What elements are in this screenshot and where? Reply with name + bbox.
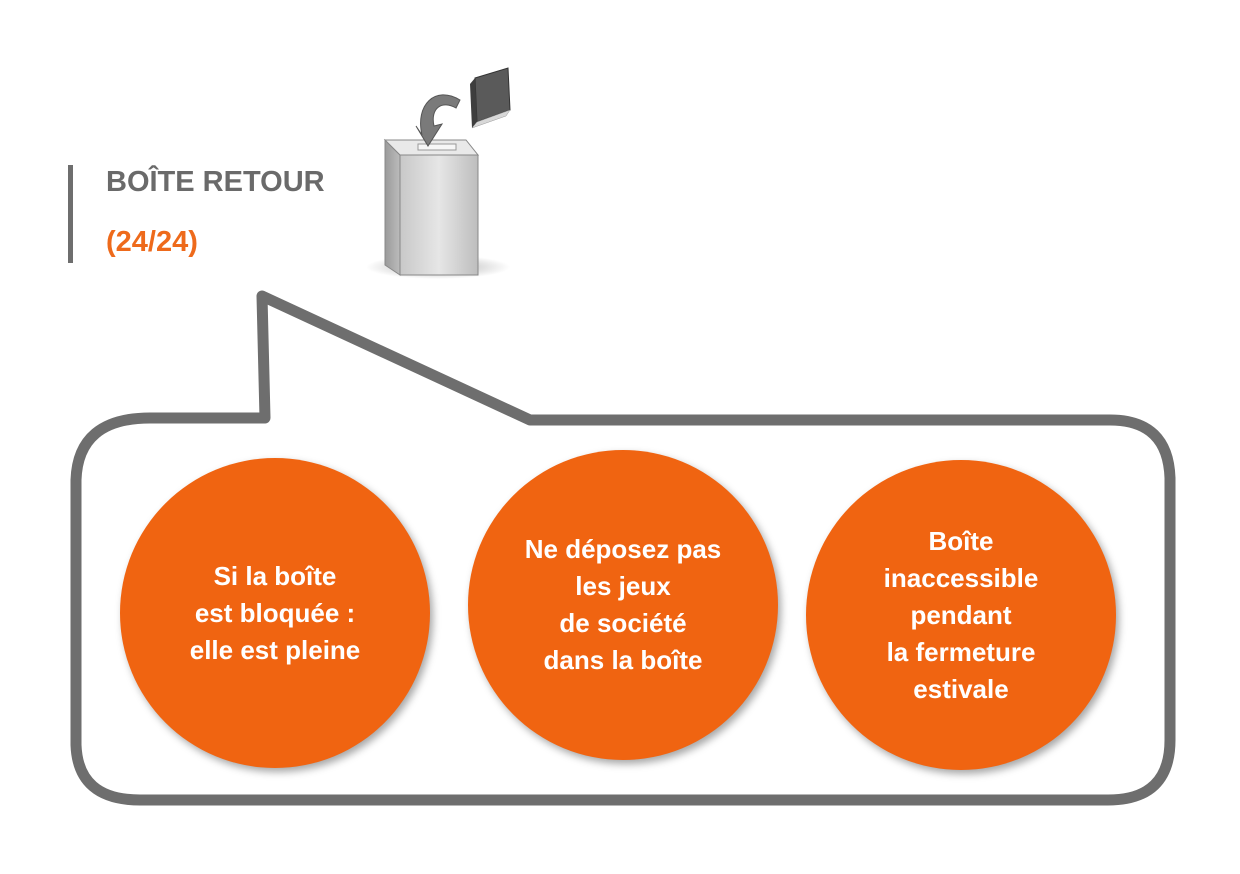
info-circle-text: Boîte inaccessible pendant la fermeture … [883,525,1039,704]
info-circle-summer-closure: Boîte inaccessible pendant la fermeture … [806,460,1116,770]
info-circle-text: Si la boîte est bloquée : elle est plein… [189,560,361,665]
info-circle-full-box: Si la boîte est bloquée : elle est plein… [120,458,430,768]
page-title: BOÎTE RETOUR [106,166,325,198]
header-accent-bar [68,165,73,263]
return-box-icon [366,67,511,279]
page-subtitle: (24/24) [106,226,198,258]
info-circle-text: Ne déposez pas les jeux de société dans … [524,534,722,675]
info-circle-no-board-games: Ne déposez pas les jeux de société dans … [468,450,778,760]
